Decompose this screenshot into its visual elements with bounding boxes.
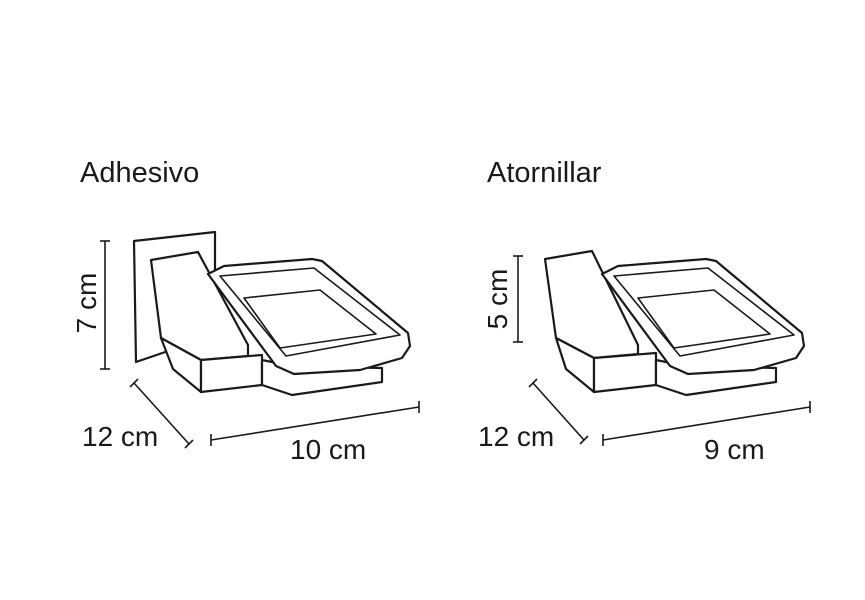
depth-tick-b xyxy=(579,435,589,445)
soap-dish-drawing xyxy=(132,230,412,397)
soap-dish-drawing xyxy=(543,249,806,397)
width-dimension-line xyxy=(210,406,420,441)
variant-adhesivo: Adhesivo 7 cm 12 cm 10 xyxy=(71,157,420,465)
depth-tick-a xyxy=(129,378,139,388)
dish-tray-floor xyxy=(637,289,771,349)
depth-tick-b xyxy=(184,439,194,449)
width-label: 9 cm xyxy=(704,434,765,465)
dish-inner-rim xyxy=(613,267,795,357)
variant-atornillar: Atornillar 5 cm 12 cm 9 cm xyxy=(478,157,811,465)
height-label: 7 cm xyxy=(71,273,102,334)
dish-body xyxy=(600,257,806,376)
height-label: 5 cm xyxy=(482,269,513,330)
depth-tick-a xyxy=(528,378,538,388)
depth-dimension-line xyxy=(532,382,585,441)
dish-tray-floor xyxy=(243,289,377,349)
width-label: 10 cm xyxy=(290,434,366,465)
dish-inner-rim xyxy=(219,267,401,357)
variant-title: Atornillar xyxy=(487,157,602,189)
depth-dimension-line xyxy=(133,382,190,445)
bracket-front xyxy=(199,353,264,394)
depth-label: 12 cm xyxy=(478,421,554,452)
width-dimension-line xyxy=(602,406,811,441)
dish-body xyxy=(206,257,412,376)
variant-title: Adhesivo xyxy=(80,157,199,189)
depth-label: 12 cm xyxy=(82,421,158,452)
bracket-front xyxy=(592,351,658,394)
